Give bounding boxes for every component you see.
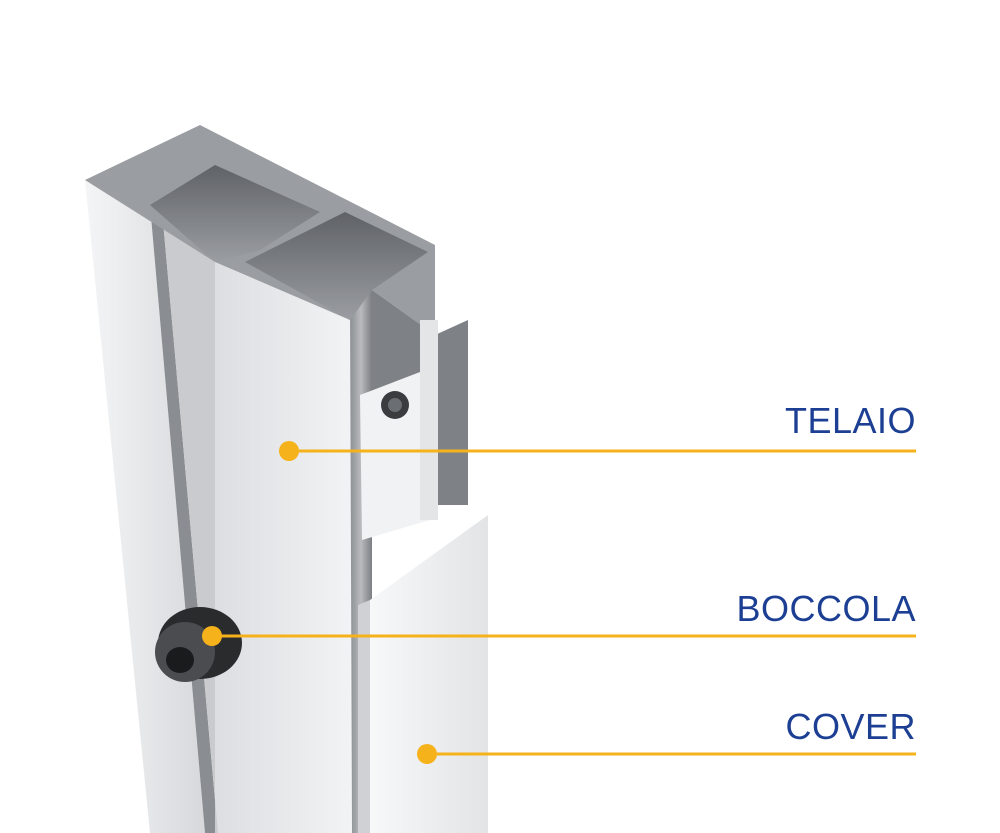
gasket-rib	[420, 320, 438, 520]
bushing-hole	[166, 647, 194, 673]
bushing	[155, 607, 242, 682]
screw-highlight	[388, 398, 402, 412]
frame-front-face	[215, 262, 352, 833]
label-telaio: TELAIO	[784, 400, 916, 441]
leader-boccola-dot	[202, 626, 222, 646]
frame-cavity-2	[245, 212, 428, 320]
cover-strip	[358, 515, 488, 833]
leader-lines	[202, 441, 916, 764]
leader-cover-dot	[417, 744, 437, 764]
cover-face	[370, 515, 488, 833]
frame-cavity-1	[150, 165, 320, 262]
gasket-strip	[360, 372, 430, 540]
label-cover: COVER	[785, 706, 916, 747]
label-boccola: BOCCOLA	[736, 588, 916, 629]
leader-telaio-dot	[279, 441, 299, 461]
cover-edge	[358, 600, 370, 833]
